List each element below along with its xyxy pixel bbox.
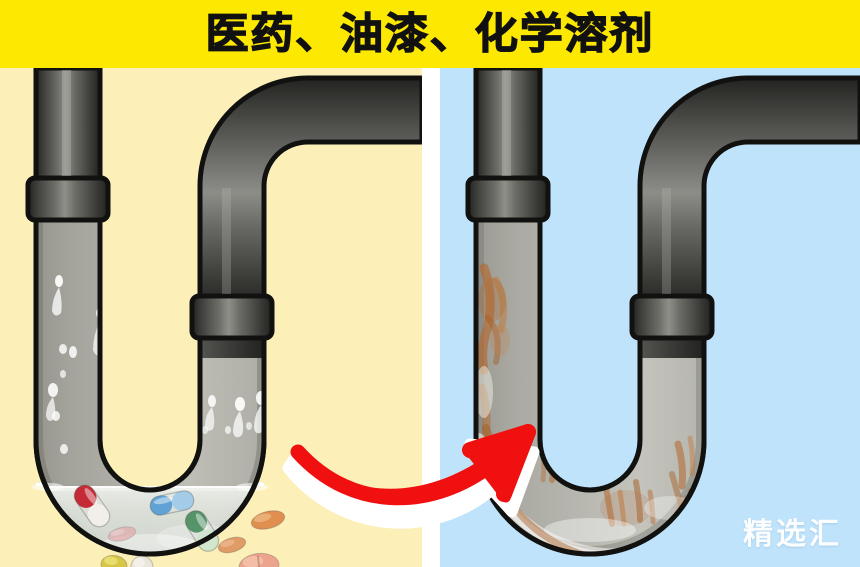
outlet-elbow <box>197 75 422 311</box>
pill-red-white-capsule <box>73 484 111 528</box>
panel-divider <box>422 68 440 567</box>
u-bend-outline <box>33 175 267 557</box>
outlet-collar <box>189 293 275 341</box>
inlet-collar <box>465 175 551 223</box>
pill-peach-round-pill <box>238 552 280 567</box>
outlet-elbow <box>637 75 860 311</box>
outlet-collar <box>629 293 715 341</box>
title-banner: 医药、油漆、化学溶剂 <box>0 0 860 68</box>
page-title: 医药、油漆、化学溶剂 <box>205 9 655 58</box>
inlet-pipe <box>33 68 103 191</box>
pill-orange-pill-small <box>217 536 247 554</box>
pill-yellow-pill <box>100 554 128 567</box>
panel-clean-trap <box>0 68 422 567</box>
watermark: 精选汇 <box>743 517 842 552</box>
pill-orange-pill-large <box>250 510 286 530</box>
pill-blue-pill <box>149 490 195 516</box>
right-trap-illustration <box>465 68 860 557</box>
panel-corroded-trap: 精选汇 <box>440 68 860 567</box>
left-trap-illustration <box>25 68 422 567</box>
pill-pink-pill-faint <box>107 526 137 542</box>
inlet-collar <box>25 175 111 223</box>
pill-white-pill <box>130 555 154 567</box>
